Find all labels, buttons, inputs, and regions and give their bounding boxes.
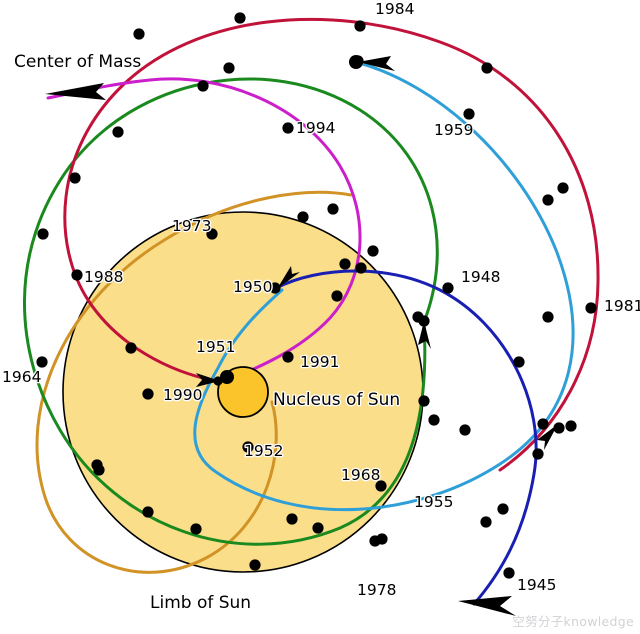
epoch-node [565,420,577,432]
epoch-node [223,62,235,74]
center-of-mass-arrow-icon [45,83,106,100]
epoch-node [553,422,565,434]
epoch-node [36,356,48,368]
epoch-node [331,290,343,302]
epoch-node [339,258,351,270]
epoch-node [69,172,81,184]
year-label-1959: 1959 [434,121,473,139]
cyan-curve-arrow-icon [358,56,395,71]
year-label-1991: 1991 [300,353,339,371]
year-label-1952: 1952 [244,442,283,460]
orbit-curve-magenta [46,77,362,383]
epoch-node [532,448,544,460]
gold-curve-arrow-icon [537,424,558,450]
epoch-node [133,28,145,40]
year-label-1948: 1948 [461,268,500,286]
epoch-node [459,424,471,436]
green-curve-arrow-icon [418,321,431,349]
epoch-node [269,282,281,294]
epoch-node [327,203,339,215]
orbit-curve-cyan [193,60,575,512]
year-label-1978: 1978 [357,581,396,599]
year-label-1968: 1968 [341,466,380,484]
orbit-curve-crimson [63,17,600,472]
epoch-node-group [36,12,597,579]
orbit-curve-gold [35,190,353,574]
epoch-node [282,122,294,134]
epoch-node [585,302,597,314]
epoch-node [537,418,549,430]
navy-start-arrow-icon [458,596,516,616]
epoch-node [220,370,234,384]
epoch-node [71,269,83,281]
year-label-1964: 1964 [2,368,41,386]
epoch-node [234,12,246,24]
epoch-node [312,522,324,534]
epoch-node [297,211,309,223]
navy-curve-arrow-icon [277,266,300,289]
epoch-node [355,262,367,274]
year-label-1990: 1990 [163,386,202,404]
year-label-1973: 1973 [172,217,211,235]
year-label-1951: 1951 [196,338,235,356]
year-label-1950: 1950 [233,278,272,296]
epoch-node [286,513,298,525]
epoch-node [542,194,554,206]
year-label-1981: 1981 [604,297,640,315]
epoch-node [557,182,569,194]
epoch-node [376,533,388,545]
epoch-node [197,80,209,92]
epoch-node [418,395,430,407]
epoch-node [463,108,475,120]
year-label-1945: 1945 [517,576,556,594]
epoch-node [142,506,154,518]
year-label-1994: 1994 [296,119,335,137]
epoch-node [112,126,124,138]
epoch-node [37,228,49,240]
year-label-1984: 1984 [375,0,414,18]
year-label-1988: 1988 [84,268,123,286]
watermark-text: 空努分子knowledge [512,614,634,629]
epoch-node [282,351,294,363]
epoch-node [190,523,202,535]
epoch-node [367,245,379,257]
epoch-node [503,567,515,579]
year-label-1955: 1955 [414,493,453,511]
epoch-node [91,459,103,471]
epoch-node [442,282,454,294]
epoch-node [249,559,261,571]
orbit-curve-green [23,77,439,546]
epoch-node [206,228,218,240]
crimson-curve-arrow-icon [196,373,220,387]
epoch-node [497,503,509,515]
label-center-of-mass: Center of Mass [14,52,141,72]
epoch-node [142,388,154,400]
epoch-node [480,516,492,528]
epoch-node [349,55,363,69]
epoch-node [125,342,137,354]
epoch-node [481,62,493,74]
epoch-node [354,20,366,32]
epoch-node [375,480,387,492]
epoch-node [428,414,440,426]
epoch-node [412,311,424,323]
epoch-node [542,311,554,323]
epoch-node [513,356,525,368]
epoch-node [242,441,254,453]
label-nucleus-of-sun: Nucleus of Sun [273,390,400,410]
label-limb-of-sun: Limb of Sun [150,593,251,613]
